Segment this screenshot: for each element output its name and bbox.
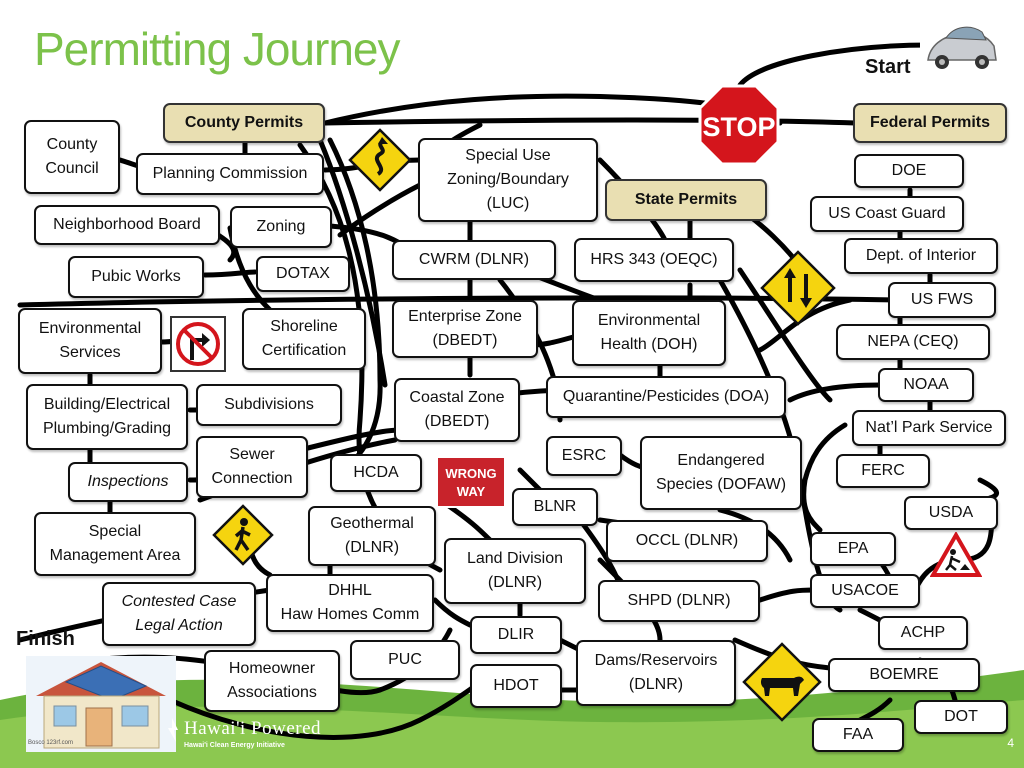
road xyxy=(801,422,848,533)
logo-tagline: Hawai'i Clean Energy Initiative xyxy=(184,742,285,749)
special-management-area-node: Special Management Area xyxy=(34,512,196,576)
puc-node: PUC xyxy=(350,640,460,680)
county-council-node: County Council xyxy=(24,120,120,194)
wrong-way-sign-icon: WRONG WAY xyxy=(436,456,506,508)
image-credit: Bosco 123rf.com xyxy=(28,740,74,746)
dept-interior-node: Dept. of Interior xyxy=(844,238,998,274)
contested-case-node: Contested Case Legal Action xyxy=(102,582,256,646)
road xyxy=(322,117,858,126)
inspections-node: Inspections xyxy=(68,462,188,502)
road xyxy=(787,382,883,403)
land-division-node: Land Division (DLNR) xyxy=(444,538,586,604)
building-electrical-node: Building/Electrical Plumbing/Grading xyxy=(26,384,188,450)
winding-road-sign-icon xyxy=(348,128,412,192)
wrong-way-line1: WRONG xyxy=(445,466,496,481)
stop-sign-icon: STOP xyxy=(698,84,780,166)
esrc-node: ESRC xyxy=(546,436,622,476)
finish-label: Finish xyxy=(16,628,75,650)
house-icon xyxy=(26,656,176,752)
hawaii-powered-logo-icon xyxy=(168,718,178,742)
hcda-node: HCDA xyxy=(330,454,422,492)
zoning-node: Zoning xyxy=(230,206,332,248)
hrs-343-node: HRS 343 (OEQC) xyxy=(574,238,734,282)
environmental-health-node: Environmental Health (DOH) xyxy=(572,300,726,366)
road xyxy=(737,42,933,88)
page-title: Permitting Journey xyxy=(34,23,400,75)
planning-commission-node: Planning Commission xyxy=(136,153,324,195)
us-fws-node: US FWS xyxy=(888,282,996,318)
road xyxy=(432,597,473,628)
road xyxy=(337,182,423,238)
faa-node: FAA xyxy=(812,718,904,752)
endangered-species-node: Endangered Species (DOFAW) xyxy=(640,436,802,510)
dotax-node: DOTAX xyxy=(256,256,350,292)
achp-node: ACHP xyxy=(878,616,968,650)
us-coast-guard-node: US Coast Guard xyxy=(810,196,964,232)
logo-name: Hawai'i Powered xyxy=(184,718,322,739)
county-permits-header: County Permits xyxy=(163,103,325,143)
wrong-way-line2: WAY xyxy=(457,484,486,499)
doe-node: DOE xyxy=(854,154,964,188)
noaa-node: NOAA xyxy=(878,368,974,402)
road xyxy=(757,587,818,603)
epa-node: EPA xyxy=(810,532,896,566)
road xyxy=(17,295,903,308)
dams-reservoirs-node: Dams/Reservoirs (DLNR) xyxy=(576,640,736,706)
state-permits-header: State Permits xyxy=(605,179,767,221)
usacoe-node: USACOE xyxy=(810,574,920,608)
cwrm-node: CWRM (DLNR) xyxy=(392,240,556,280)
neighborhood-board-node: Neighborhood Board xyxy=(34,205,220,245)
shpd-node: SHPD (DLNR) xyxy=(598,580,760,622)
shoreline-certification-node: Shoreline Certification xyxy=(242,308,366,370)
road-work-sign-icon xyxy=(930,532,982,577)
road xyxy=(517,467,543,493)
nepa-node: NEPA (CEQ) xyxy=(836,324,990,360)
grass-band-light xyxy=(0,700,1024,768)
homeowner-associations-node: Homeowner Associations xyxy=(204,650,340,712)
park-service-node: Nat’l Park Service xyxy=(852,410,1006,446)
quarantine-node: Quarantine/Pesticides (DOA) xyxy=(546,376,786,418)
dhhl-node: DHHL Haw Homes Comm xyxy=(266,574,434,632)
road xyxy=(202,269,258,278)
pubic-works-node: Pubic Works xyxy=(68,256,204,298)
hdot-node: HDOT xyxy=(470,664,562,708)
start-label: Start xyxy=(865,56,911,78)
coastal-zone-node: Coastal Zone (DBEDT) xyxy=(394,378,520,442)
sewer-connection-node: Sewer Connection xyxy=(196,436,308,498)
enterprise-zone-node: Enterprise Zone (DBEDT) xyxy=(392,300,538,358)
road xyxy=(297,427,403,453)
stop-sign-text: STOP xyxy=(702,112,775,142)
federal-permits-header: Federal Permits xyxy=(853,103,1007,143)
no-right-turn-sign-icon xyxy=(170,316,226,372)
page-number: 4 xyxy=(1007,736,1014,750)
ferc-node: FERC xyxy=(836,454,930,488)
cattle-crossing-sign-icon xyxy=(742,642,822,722)
boemre-node: BOEMRE xyxy=(828,658,980,692)
geothermal-node: Geothermal (DLNR) xyxy=(308,506,436,566)
environmental-services-node: Environmental Services xyxy=(18,308,162,374)
dot-node: DOT xyxy=(914,700,1008,734)
two-way-sign-icon xyxy=(760,250,836,326)
dlir-node: DLIR xyxy=(470,616,562,654)
blnr-node: BLNR xyxy=(512,488,598,526)
usda-node: USDA xyxy=(904,496,998,530)
pedestrian-crossing-sign-icon xyxy=(212,504,274,566)
car-icon xyxy=(920,16,1002,78)
subdivisions-node: Subdivisions xyxy=(196,384,342,426)
special-use-node: Special Use Zoning/Boundary (LUC) xyxy=(418,138,598,222)
road xyxy=(757,297,853,353)
road xyxy=(317,137,388,388)
occl-node: OCCL (DLNR) xyxy=(606,520,768,562)
